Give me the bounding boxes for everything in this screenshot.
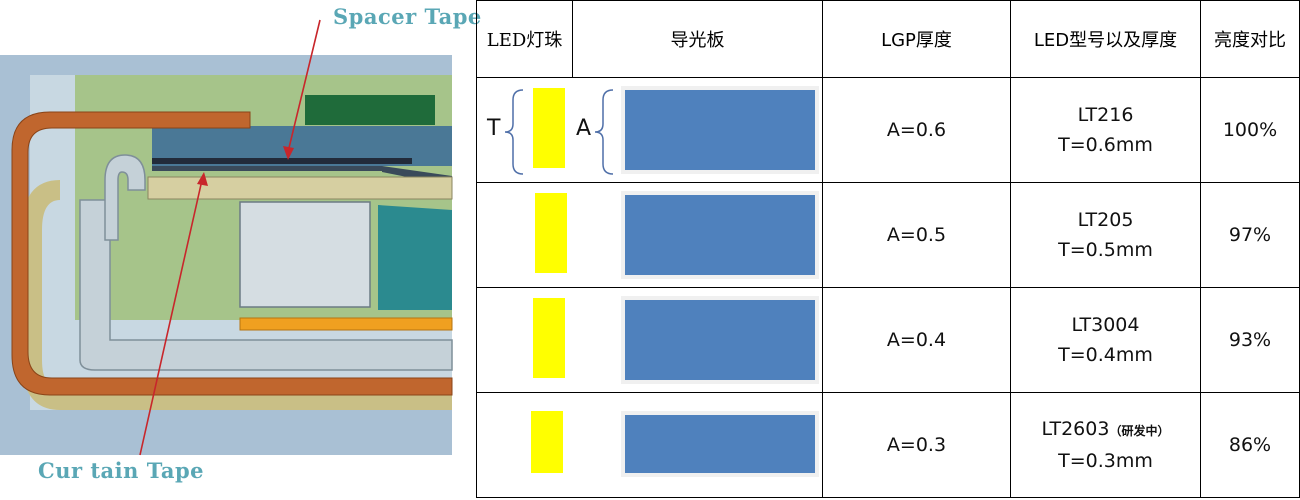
led-model-note: （研发中） [1109, 424, 1170, 438]
led-model-cell: LT2603（研发中） T=0.3mm [1010, 392, 1201, 498]
cross-section-diagram [0, 19, 453, 456]
module-block [239, 201, 371, 308]
led-model-cell: LT3004 T=0.4mm [1010, 287, 1201, 393]
header-lgp: 导光板 [572, 0, 823, 78]
led-model-cell: LT205 T=0.5mm [1010, 182, 1201, 288]
led-chip [533, 298, 565, 378]
led-lgp-visual-cell [476, 392, 823, 498]
led-chip [533, 88, 565, 168]
hook-clip [104, 154, 146, 241]
led-model-thickness: T=0.6mm [1058, 134, 1153, 156]
led-lgp-visual-cell [476, 182, 823, 288]
led-lgp-visual-cell: T A [476, 77, 823, 183]
t-dimension-label: T [487, 116, 501, 141]
lgp-thickness-cell: A=0.3 [822, 392, 1011, 498]
brightness-cell: 100% [1200, 77, 1300, 183]
led-model-thickness: T=0.5mm [1058, 239, 1153, 261]
curtain-arrow-head [197, 172, 208, 186]
reflector-strip [239, 317, 453, 331]
table-row: A=0.5 LT205 T=0.5mm 97% [476, 182, 1300, 288]
header-led-model: LED型号以及厚度 [1010, 0, 1201, 78]
lgp-thickness-cell: A=0.5 [822, 182, 1011, 288]
lgp-plate [625, 415, 815, 473]
led-model-cell: LT216 T=0.6mm [1010, 77, 1201, 183]
brightness-cell: 93% [1200, 287, 1300, 393]
lgp-plate [625, 90, 815, 170]
spacer-tape-label: Spacer Tape [333, 4, 482, 29]
a-brace-icon [594, 89, 614, 175]
led-lgp-spec-table: LED灯珠 导光板 LGP厚度 LED型号以及厚度 亮度对比 T A A=0.6… [476, 0, 1300, 498]
curtain-tape-label: Cur tain Tape [38, 458, 204, 483]
copper-frame [11, 111, 453, 396]
tape-layer [152, 166, 382, 171]
header-led: LED灯珠 [476, 0, 573, 78]
led-chip [531, 411, 563, 473]
lgp-thickness-cell: A=0.6 [822, 77, 1011, 183]
led-model-name: LT2603 [1041, 418, 1110, 440]
spacer-arrow-line [287, 19, 321, 153]
spacer-arrow-head [283, 146, 294, 160]
led-model-thickness: T=0.4mm [1058, 344, 1153, 366]
curtain-tape-strip [147, 176, 453, 200]
curtain-arrow-line [139, 179, 203, 456]
table-header-row: LED灯珠 导光板 LGP厚度 LED型号以及厚度 亮度对比 [476, 0, 1300, 78]
led-lgp-visual-cell [476, 287, 823, 393]
brightness-cell: 97% [1200, 182, 1300, 288]
led-model-name: LT3004 [1071, 314, 1140, 336]
lgp-thickness-cell: A=0.4 [822, 287, 1011, 393]
header-lgp-thickness: LGP厚度 [822, 0, 1011, 78]
pcb-board [305, 95, 435, 125]
lgp-plate [625, 195, 815, 275]
led-block [378, 205, 452, 310]
table-row: T A A=0.6 LT216 T=0.6mm 100% [476, 77, 1300, 183]
led-model-thickness: T=0.3mm [1058, 450, 1153, 472]
gray-bracket [79, 199, 453, 371]
a-dimension-label: A [576, 116, 592, 141]
led-model-name: LT205 [1077, 209, 1134, 231]
lgp-plate [625, 300, 815, 380]
spacer-tape-layer [152, 158, 412, 164]
t-brace-icon [504, 89, 524, 175]
table-row: A=0.3 LT2603（研发中） T=0.3mm 86% [476, 392, 1300, 498]
led-model-name: LT216 [1077, 104, 1134, 126]
table-row: A=0.4 LT3004 T=0.4mm 93% [476, 287, 1300, 393]
brightness-cell: 86% [1200, 392, 1300, 498]
header-brightness: 亮度对比 [1200, 0, 1300, 78]
led-chip [535, 193, 567, 273]
